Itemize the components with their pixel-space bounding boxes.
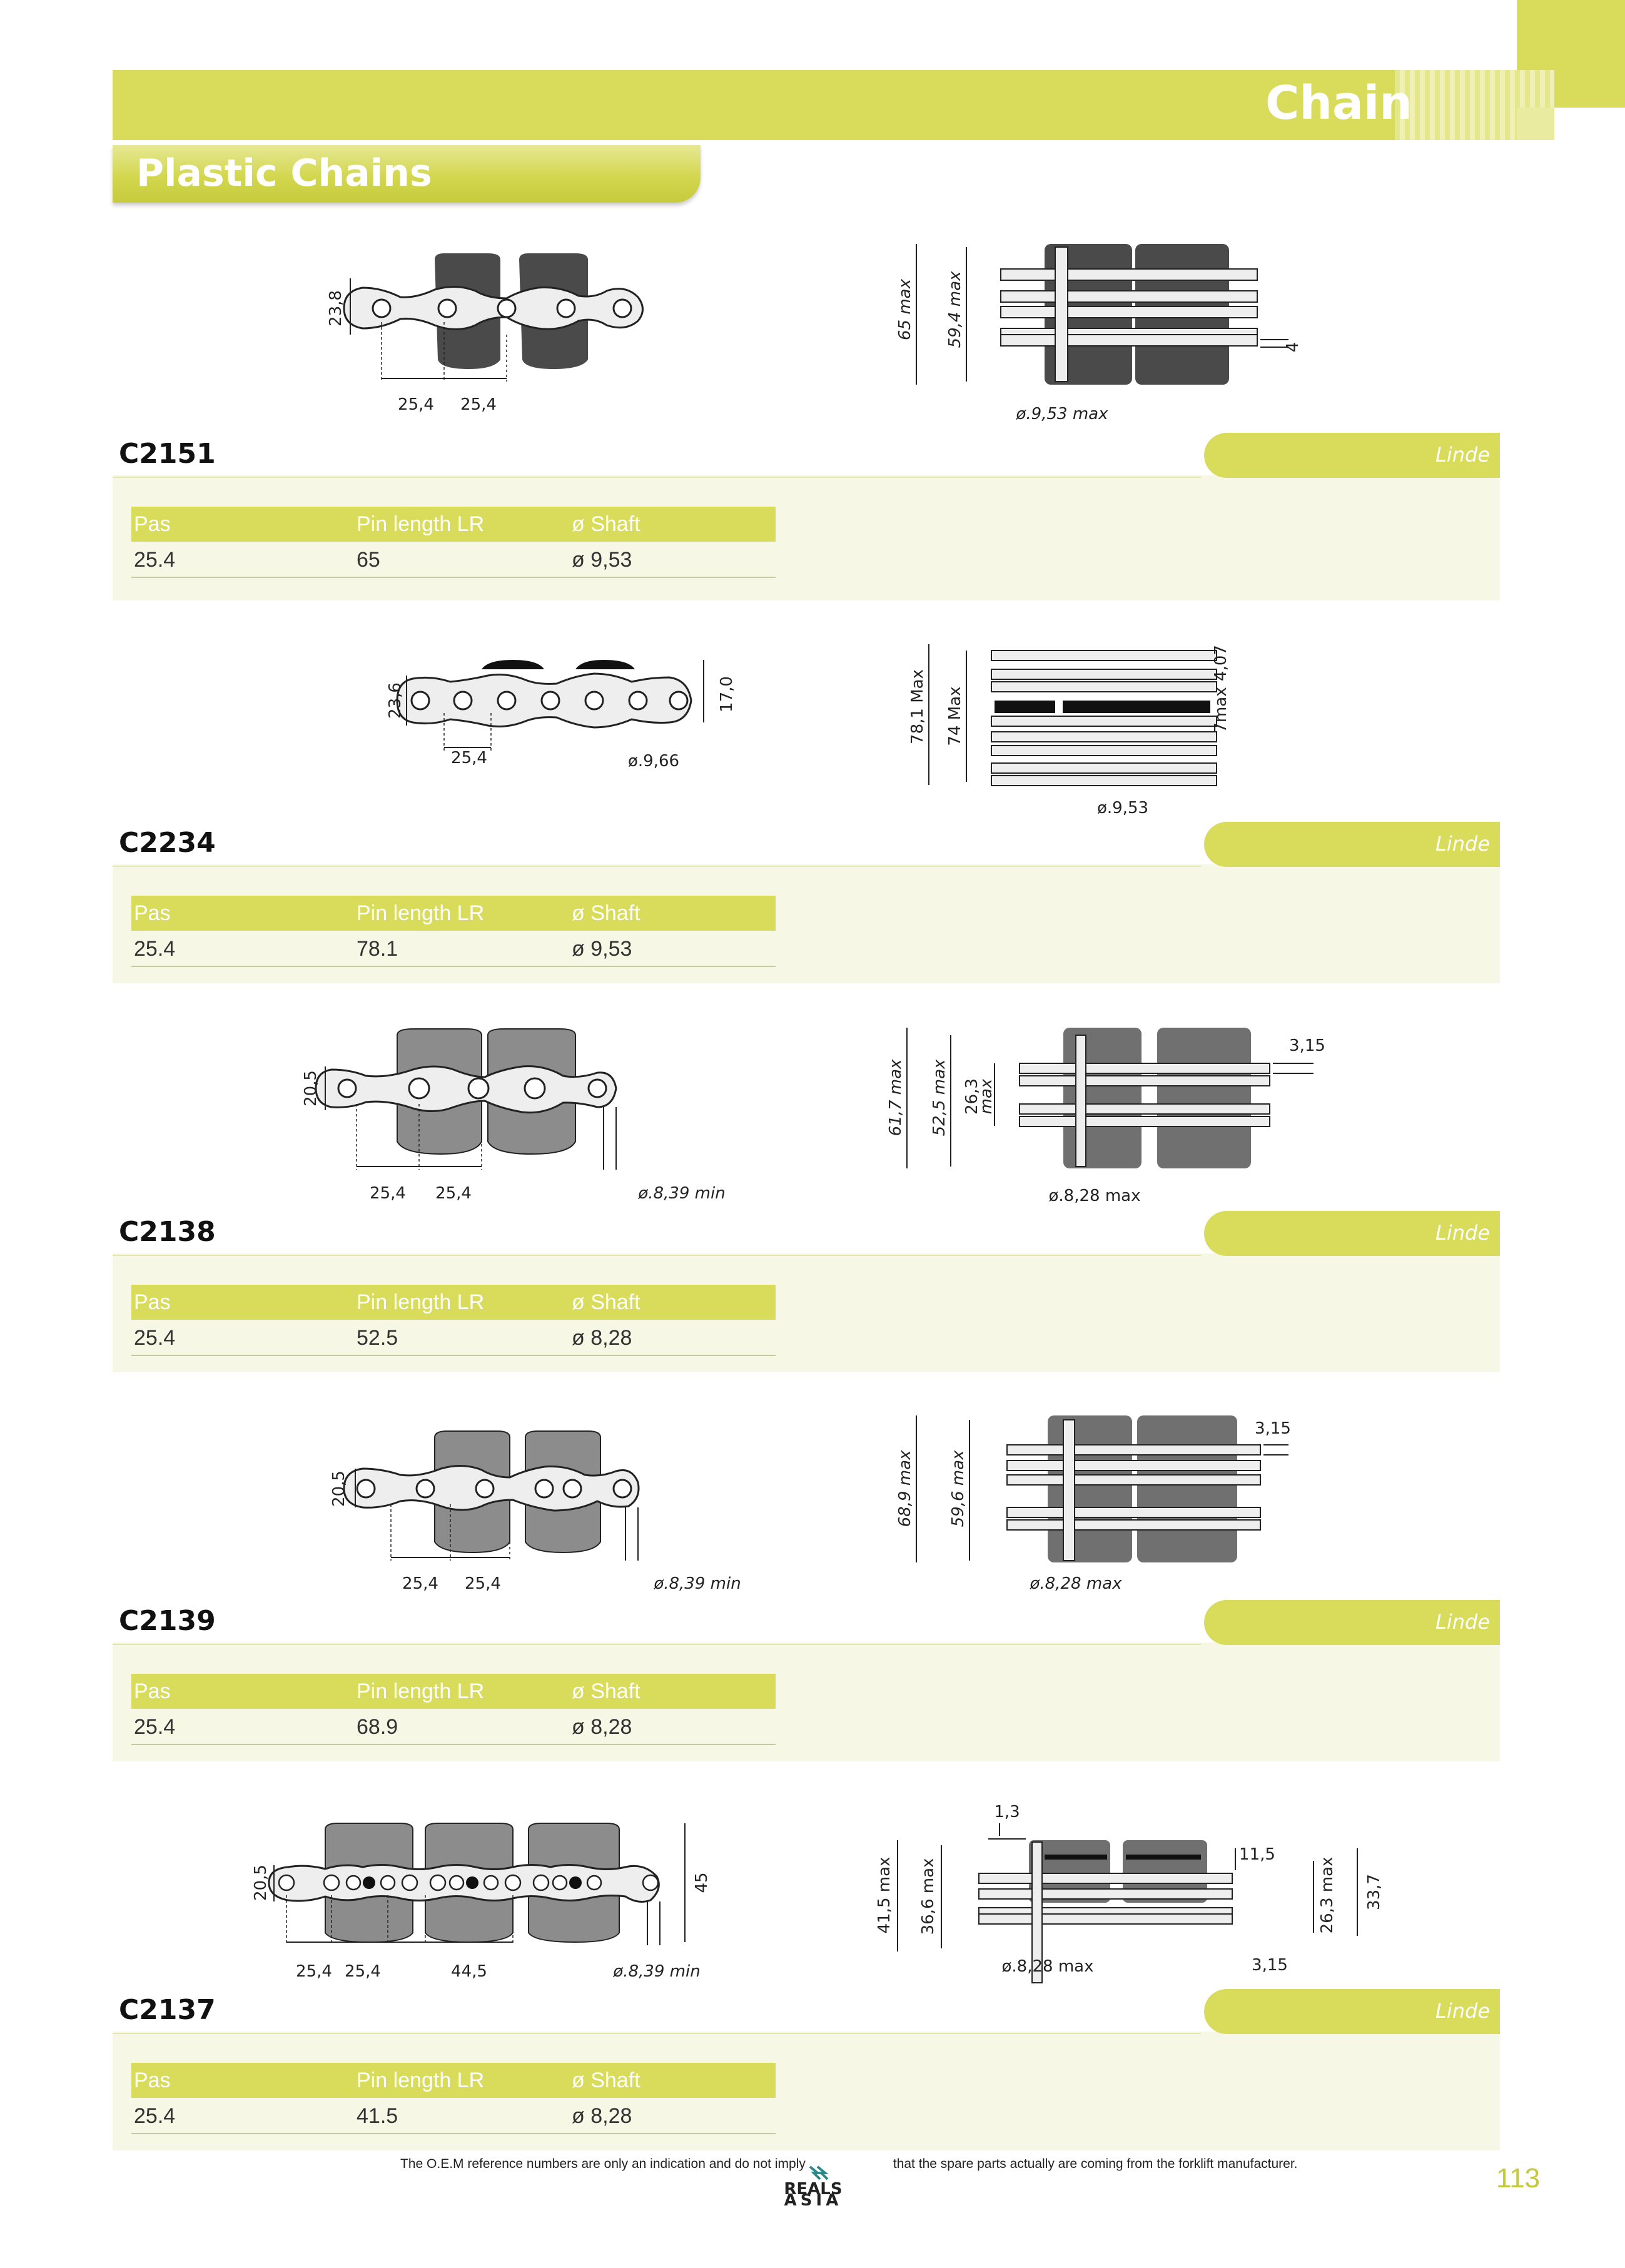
reals-logo: REALS ASIA xyxy=(784,2165,843,2208)
dim-pitch-1: 25,4 xyxy=(370,1184,406,1203)
dim-outer-width: 26,3 max xyxy=(1318,1857,1337,1934)
spec-table-header: Pas Pin length LR ø Shaft xyxy=(131,507,776,542)
top-view-drawing-c2234: 78,1 Max 74 Max 4,07 7max ø.9,53 xyxy=(908,644,1230,818)
dim-shaft: ø.9,53 max xyxy=(1016,405,1109,423)
dim-plastic-width: 11,5 xyxy=(1239,1845,1275,1864)
chapter-header-tail xyxy=(1517,108,1554,140)
dim-plate: 4,07 xyxy=(1212,645,1230,681)
product-code: C2234 xyxy=(119,827,216,859)
dim-total-width: 33,7 xyxy=(1365,1874,1384,1910)
side-view-drawing-c2234: 23,6 17,0 25,4 ø.9,66 xyxy=(386,660,736,771)
spec-table-header: Pas Pin length LR ø Shaft xyxy=(131,1285,776,1320)
spec-table-header: Pas Pin length LR ø Shaft xyxy=(131,896,776,931)
dim-width: 26,3 xyxy=(963,1078,981,1115)
dim-height: 23,6 xyxy=(386,682,405,719)
dim-pitch-2: 25,4 xyxy=(460,395,497,414)
dim-plastic-height: 17,0 xyxy=(717,676,736,712)
product-code: C2137 xyxy=(119,1994,216,2026)
oem-badge: Linde xyxy=(1204,1211,1500,1256)
dim-pitch-2: 25,4 xyxy=(345,1962,381,1981)
dim-shaft: ø.8,28 max xyxy=(1049,1187,1141,1205)
dim-height: 20,5 xyxy=(330,1471,348,1507)
top-view-drawing-c2139: 68,9 max 59,6 max 3,15 ø.8,28 max xyxy=(896,1415,1291,1593)
dim-pin-length: 78,1 Max xyxy=(908,669,927,744)
dim-inner: 74 Max xyxy=(946,686,964,746)
dim-pin-length: 61,7 max xyxy=(886,1059,905,1136)
product-code: C2138 xyxy=(119,1216,216,1248)
dim-pitch-1: 25,4 xyxy=(296,1962,332,1981)
dim-width-max: max xyxy=(977,1078,996,1114)
dim-pitch-2: 25,4 xyxy=(435,1184,472,1203)
dim-plate: 3,15 xyxy=(1252,1956,1288,1975)
dim-pin-length: 41,5 max xyxy=(875,1857,894,1934)
oem-disclaimer: The O.E.M reference numbers are only an … xyxy=(400,2157,1298,2171)
dim-shaft: ø.8,28 max xyxy=(1002,1957,1094,1976)
spec-table-header: Pas Pin length LR ø Shaft xyxy=(131,2063,776,2098)
oem-badge: Linde xyxy=(1204,822,1500,867)
product-code: C2151 xyxy=(119,438,216,470)
dim-pin-length: 65 max xyxy=(896,278,914,340)
section-title: Plastic Chains xyxy=(136,151,432,195)
dim-pitch-2: 25,4 xyxy=(465,1574,501,1593)
dim-shaft: ø.9,53 xyxy=(1097,799,1148,818)
dim-gap: 1,3 xyxy=(994,1803,1020,1821)
oem-badge: Linde xyxy=(1204,433,1500,478)
dim-plate: 3,15 xyxy=(1289,1036,1325,1055)
dim-pitch: 25,4 xyxy=(451,749,487,767)
dim-height: 23,8 xyxy=(327,290,345,327)
chapter-header-bar xyxy=(113,70,1554,140)
dim-roller: ø.8,39 min xyxy=(637,1184,725,1203)
top-view-drawing-c2151: 65 max 59,4 max 4 ø.9,53 max xyxy=(896,244,1302,423)
dim-height: 20,5 xyxy=(301,1070,320,1106)
side-view-drawing-c2139: 20,5 25,4 25,4 ø.8,39 min xyxy=(330,1430,741,1593)
dim-plate: 3,15 xyxy=(1255,1419,1291,1438)
dim-shaft: ø.8,28 max xyxy=(1030,1574,1123,1593)
logo-text: REALS xyxy=(784,2180,842,2199)
dim-inner: 59,6 max xyxy=(949,1450,968,1527)
dim-plastic-height: 45 xyxy=(692,1872,711,1893)
dim-pin-length: 68,9 max xyxy=(896,1450,914,1527)
dim-roller: ø.8,39 min xyxy=(653,1574,741,1593)
dim-plate: 4 xyxy=(1283,342,1302,353)
dim-inner: 59,4 max xyxy=(946,271,964,348)
dim-plastic: 7max xyxy=(1212,687,1230,732)
oem-badge: Linde xyxy=(1204,1600,1500,1645)
top-view-drawing-c2138: 61,7 max 52,5 max 26,3 max 3,15 ø.8,28 m… xyxy=(886,1028,1325,1205)
dim-roller: ø.9,66 xyxy=(628,752,679,771)
product-code: C2139 xyxy=(119,1605,216,1637)
side-view-drawing-c2137: 20,5 45 25,4 25,4 44,5 ø.8,39 min xyxy=(251,1823,711,1981)
dim-pitch-1: 25,4 xyxy=(402,1574,438,1593)
side-view-drawing-c2138: 20,5 25,4 25,4 ø.8,39 min xyxy=(301,1028,726,1203)
chapter-title: Chain xyxy=(1265,76,1412,130)
dim-inner: 52,5 max xyxy=(930,1059,949,1136)
logo-subtext: ASIA xyxy=(784,2191,843,2208)
dim-height: 20,5 xyxy=(251,1865,270,1901)
spec-table-header: Pas Pin length LR ø Shaft xyxy=(131,1674,776,1709)
dim-spacing: 44,5 xyxy=(451,1962,487,1981)
dim-inner: 36,6 max xyxy=(919,1858,938,1935)
dim-pitch-1: 25,4 xyxy=(398,395,434,414)
oem-badge: Linde xyxy=(1204,1989,1500,2034)
page-number: 113 xyxy=(1496,2163,1541,2194)
side-view-drawing-c2151: 23,8 25,4 25,4 xyxy=(327,253,644,414)
dim-roller: ø.8,39 min xyxy=(612,1962,700,1981)
top-view-drawing-c2137: 1,3 41,5 max 36,6 max 11,5 26,3 max 33,7… xyxy=(875,1803,1384,1983)
section-tab xyxy=(113,145,701,203)
